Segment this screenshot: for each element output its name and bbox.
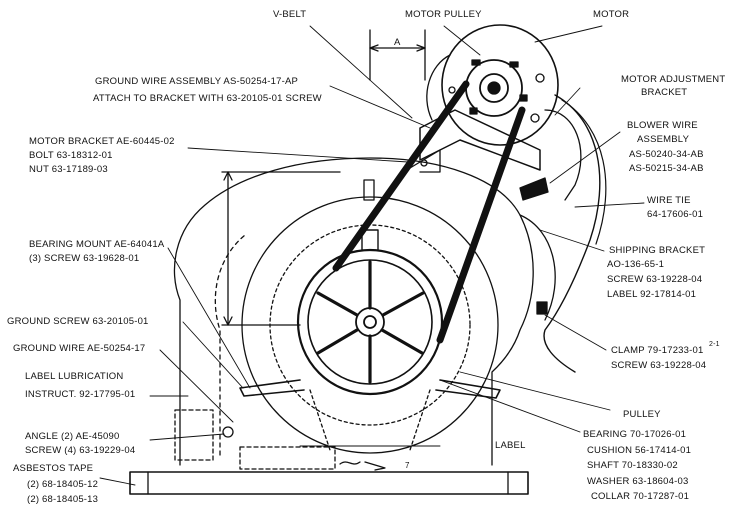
- label-wire-tie-1: WIRE TIE: [646, 195, 692, 206]
- label-motor: MOTOR: [592, 9, 631, 20]
- blower-wire: [543, 94, 601, 373]
- base-mark: 7: [405, 461, 410, 470]
- label-angle-2: SCREW (4) 63-19229-04: [24, 445, 137, 456]
- label-ground-wire: GROUND WIRE AE-50254-17: [12, 343, 147, 354]
- pulley-rim-inner: [307, 259, 433, 385]
- blower-housing-inner-curve: [214, 234, 246, 456]
- label-motor-bracket-2: BOLT 63-18312-01: [28, 150, 114, 161]
- label-cushion: CUSHION 56-17414-01: [586, 445, 693, 456]
- label-lubrication-1: LABEL LUBRICATION: [24, 371, 125, 382]
- label-shipping-bracket-2: AO-136-65-1: [606, 259, 666, 270]
- label-label: LABEL: [494, 440, 527, 451]
- label-motor-pulley: MOTOR PULLEY: [404, 9, 483, 20]
- label-lubrication-2: INSTRUCT. 92-17795-01: [24, 389, 137, 400]
- label-asbestos-3: (2) 68-18405-13: [26, 494, 100, 505]
- label-clamp-screw: SCREW 63-19228-04: [610, 360, 708, 371]
- motor-body: [441, 24, 559, 146]
- label-pulley: PULLEY: [622, 409, 662, 420]
- blower-base: [129, 471, 529, 495]
- leader-lines: [99, 25, 645, 486]
- label-shaft: SHAFT 70-18330-02: [586, 460, 679, 471]
- label-dimension-a: A: [394, 37, 401, 48]
- motor-pulley-inner: [479, 73, 509, 103]
- v-belt-left: [332, 80, 470, 272]
- label-collar: COLLAR 70-17287-01: [590, 491, 691, 502]
- label-wire-tie-2: 64-17606-01: [646, 209, 705, 220]
- label-clamp-note: 2-1: [709, 341, 720, 348]
- label-blower-wire-2: ASSEMBLY: [636, 134, 691, 145]
- label-washer: WASHER 63-18604-03: [586, 476, 690, 487]
- label-motor-adjustment-2: BRACKET: [640, 87, 689, 98]
- label-ground-wire-assembly-1: GROUND WIRE ASSEMBLY AS-50254-17-AP: [94, 76, 300, 87]
- label-asbestos-1: ASBESTOS TAPE: [12, 463, 95, 474]
- label-motor-bracket-1: MOTOR BRACKET AE-60445-02: [28, 136, 176, 147]
- v-belt-right: [436, 106, 526, 344]
- motor-bracket: [419, 109, 541, 171]
- angle-bracket-screw: [222, 426, 234, 438]
- pulley-hub: [355, 307, 385, 337]
- pulley-rim-outer: [296, 248, 444, 396]
- label-bearing-mount-2: (3) SCREW 63-19628-01: [28, 253, 141, 264]
- label-shipping-bracket-4: LABEL 92-17814-01: [606, 289, 698, 300]
- bearing-mount-strap-top: [361, 229, 379, 251]
- label-bearing: BEARING 70-17026-01: [582, 429, 688, 440]
- label-shipping-bracket-1: SHIPPING BRACKET: [608, 245, 707, 256]
- motor-adjustment-bracket: [544, 109, 582, 201]
- label-motor-adjustment-1: MOTOR ADJUSTMENT: [620, 74, 727, 85]
- label-blower-wire-1: BLOWER WIRE: [626, 120, 699, 131]
- label-asbestos-2: (2) 68-18405-12: [26, 479, 100, 490]
- label-shipping-bracket-3: SCREW 63-19228-04: [606, 274, 704, 285]
- label-v-belt: V-BELT: [272, 9, 308, 20]
- label-ground-wire-assembly-2: ATTACH TO BRACKET WITH 63-20105-01 SCREW: [92, 93, 323, 104]
- bearing-mount-strap-left: [239, 379, 305, 397]
- motor-pulley-core: [487, 81, 501, 95]
- label-motor-bracket-3: NUT 63-17189-03: [28, 164, 109, 175]
- label-box: [239, 446, 336, 470]
- blower-housing-outline: [173, 157, 534, 466]
- label-ground-screw: GROUND SCREW 63-20105-01: [6, 316, 150, 327]
- motor-end-cap: [426, 54, 451, 121]
- label-bearing-mount-1: BEARING MOUNT AE-64041A: [28, 239, 166, 250]
- label-angle-1: ANGLE (2) AE-45090: [24, 431, 121, 442]
- housing-side-line: [519, 214, 556, 321]
- label-blower-wire-4: AS-50215-34-AB: [628, 163, 705, 174]
- label-clamp: CLAMP 79-17233-01: [610, 345, 705, 356]
- label-blower-wire-3: AS-50240-34-AB: [628, 149, 705, 160]
- pulley-shaft: [363, 315, 377, 329]
- bearing-mount-strap-right: [435, 379, 501, 399]
- pulley-spokes: [316, 260, 425, 384]
